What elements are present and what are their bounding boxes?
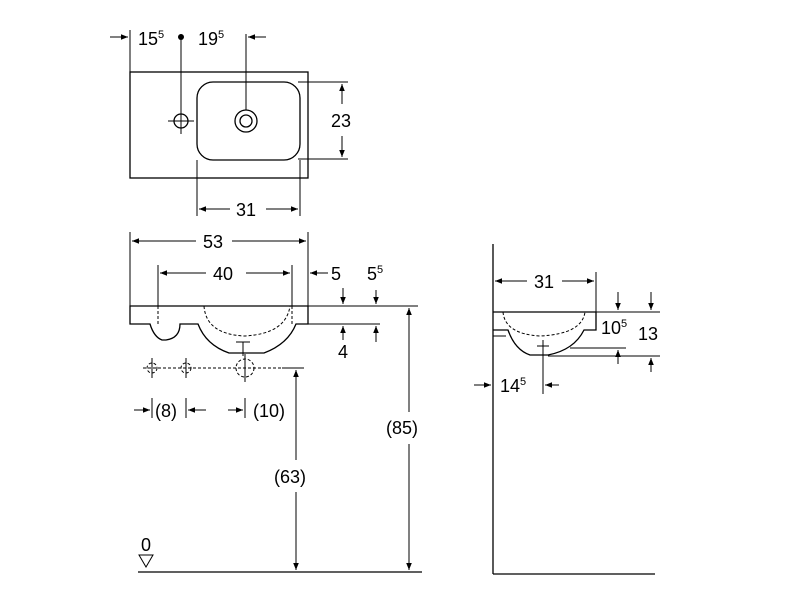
tap-axis-dot xyxy=(178,34,184,40)
dim-front-53: 53 xyxy=(203,232,223,252)
front-view: 53 40 5 4 55 (8) xyxy=(129,232,422,573)
dim-side-31: 31 xyxy=(534,272,554,292)
dim-top-31: 31 xyxy=(236,200,256,220)
dim-front-40: 40 xyxy=(213,264,233,284)
tap-hole-symbol xyxy=(168,108,194,134)
basin-side-outline xyxy=(493,311,597,356)
dim-top-19-5: 195 xyxy=(198,29,224,49)
floor-level-label: 0 xyxy=(141,535,151,555)
dim-front-4: 4 xyxy=(338,342,348,362)
dim-front-10: (10) xyxy=(253,401,285,421)
basin-top-outline xyxy=(129,71,309,179)
dim-side-14-5: 145 xyxy=(500,376,526,396)
bowl-front-hidden xyxy=(203,305,291,337)
dim-front-5: 5 xyxy=(331,264,341,284)
drain-symbol xyxy=(234,109,258,133)
bowl-top-outline xyxy=(196,81,301,161)
top-view: 155 195 23 31 xyxy=(110,29,351,220)
dim-front-85: (85) xyxy=(386,418,418,438)
floor-level-marker xyxy=(138,554,154,568)
dim-side-10-5: 105 xyxy=(601,318,627,338)
dim-top-15-5: 155 xyxy=(138,29,164,49)
dim-side-13: 13 xyxy=(638,324,658,344)
connection-symbols xyxy=(143,354,300,382)
dim-front-5-5: 55 xyxy=(367,264,383,284)
side-view: 31 105 13 145 xyxy=(474,244,660,575)
dim-front-8: (8) xyxy=(155,401,177,421)
basin-front-outline xyxy=(129,305,309,354)
dim-front-63: (63) xyxy=(274,467,306,487)
dim-top-23: 23 xyxy=(331,111,351,131)
